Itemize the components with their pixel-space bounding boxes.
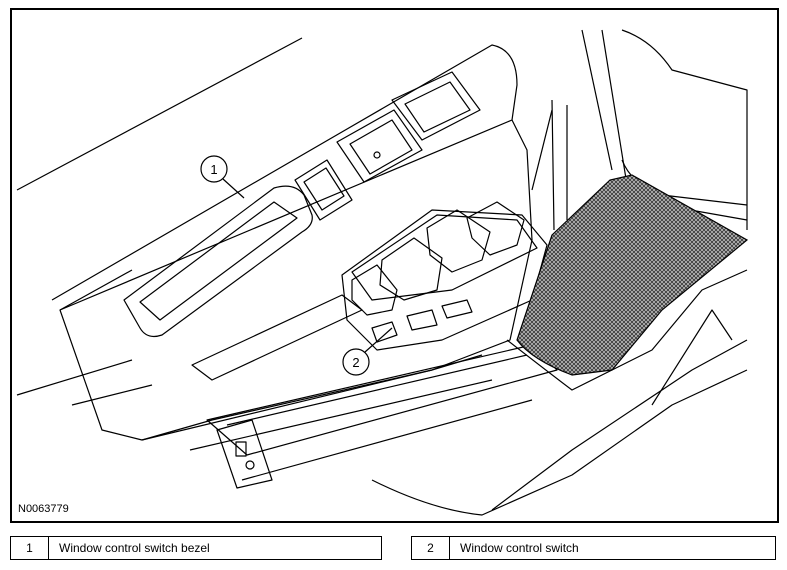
figure-frame: 1 2 N0063779 <box>10 8 779 523</box>
armrest-lower-edge <box>189 379 493 451</box>
bezel-recess <box>191 294 363 381</box>
door-trim-line <box>59 269 133 311</box>
door-trim-line <box>16 359 133 396</box>
switch-housing-top <box>351 214 538 301</box>
callout-2-label: 2 <box>352 355 359 370</box>
door-panel-illustration: 1 2 <box>16 29 749 516</box>
figure-id: N0063779 <box>18 503 69 515</box>
armrest-outline <box>59 119 533 441</box>
switch-connector <box>371 321 398 343</box>
switch-opening-inner <box>349 119 413 175</box>
callout-1-leader <box>222 178 245 199</box>
switch-rocker <box>466 201 525 256</box>
floor-mat <box>516 174 749 376</box>
switch-rocker <box>426 209 491 273</box>
legend-item-2: 2 Window control switch <box>411 536 776 560</box>
sill-line <box>491 339 748 511</box>
sill-line <box>651 309 733 406</box>
latch-button <box>235 441 247 457</box>
switch-opening <box>391 71 481 141</box>
door-latch <box>216 419 273 489</box>
legend-number: 2 <box>412 537 450 559</box>
switch-connector <box>441 299 473 319</box>
seat-outline <box>621 29 748 230</box>
door-trim-line <box>16 37 303 191</box>
latch-screw <box>245 460 255 470</box>
switch-opening-inner <box>404 81 471 133</box>
sill-line <box>531 109 553 191</box>
armrest-lower-edge <box>241 399 533 481</box>
door-edge <box>551 99 568 231</box>
legend-label: Window control switch <box>460 541 579 555</box>
callout-2-circle <box>342 348 370 376</box>
door-pocket-inner <box>226 354 528 426</box>
callout-2-leader <box>364 327 393 353</box>
bezel-pull-cup <box>123 185 313 338</box>
legend-label: Window control switch bezel <box>59 541 210 555</box>
callout-1-label: 1 <box>210 162 217 177</box>
door-trim-line <box>71 384 153 406</box>
switch-connector <box>406 309 438 331</box>
door-trim-line <box>51 44 518 301</box>
bezel-pull-cup-inner <box>139 201 298 321</box>
switch-opening-inner <box>303 167 345 211</box>
lock-button <box>373 151 381 159</box>
door-pocket <box>206 344 558 456</box>
legend-number: 1 <box>11 537 49 559</box>
sill-line <box>371 369 748 516</box>
legend-item-1: 1 Window control switch bezel <box>10 536 382 560</box>
switch-opening <box>336 109 423 183</box>
switch-opening <box>294 159 353 221</box>
switch-rocker <box>351 264 398 316</box>
switch-rocker <box>379 237 443 301</box>
callout-1-circle <box>200 155 228 183</box>
